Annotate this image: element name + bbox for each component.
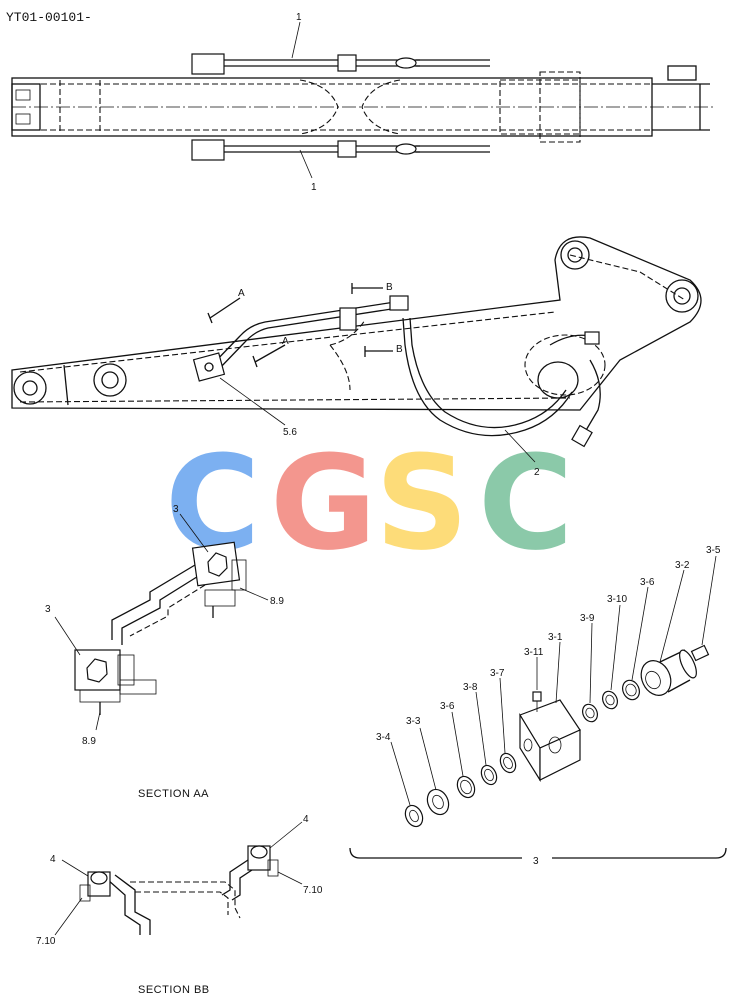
aa-clamp-upper: 3	[173, 504, 179, 515]
aa-clamp-lower: 3	[45, 604, 51, 615]
section-bb-drawing	[54, 821, 303, 936]
section-bb-title: SECTION BB	[138, 984, 210, 996]
bb-bolt-left: 7.10	[36, 936, 56, 947]
part-3-4: 3-4	[376, 732, 391, 743]
part-3-5: 3-5	[706, 545, 721, 556]
callout-fitting: 5.6	[283, 427, 297, 438]
arrow-a-lower: A	[282, 336, 289, 347]
watermark-letter-2: G	[270, 427, 377, 579]
aa-bolt-lower: 8.9	[82, 736, 96, 747]
bb-clamp-left: 4	[50, 854, 56, 865]
side-view-arm	[11, 236, 702, 463]
arrow-b-upper: B	[386, 282, 393, 293]
bb-bolt-right: 7.10	[303, 885, 323, 896]
part-3-9: 3-9	[580, 613, 595, 624]
part-3-11: 3-11	[524, 647, 544, 658]
section-aa-drawing	[54, 513, 269, 731]
part-3-2: 3-2	[675, 560, 690, 571]
part-3-7: 3-7	[490, 668, 505, 679]
watermark-letter-4: C	[478, 427, 573, 579]
bb-clamp-right: 4	[303, 814, 309, 825]
exploded-view-drawing	[349, 555, 727, 859]
part-3-6-lower: 3-6	[440, 701, 455, 712]
part-3-10: 3-10	[607, 594, 627, 605]
top-view-arm	[11, 21, 715, 179]
document-id: YT01-00101-	[6, 10, 92, 25]
assembly-3-label: 3	[533, 856, 539, 867]
callout-hose: 2	[534, 467, 540, 478]
section-aa-title: SECTION AA	[138, 788, 209, 800]
part-3-8: 3-8	[463, 682, 478, 693]
callout-top-tube: 1	[296, 12, 302, 23]
aa-bolt-upper: 8.9	[270, 596, 284, 607]
callout-bottom-tube: 1	[311, 182, 317, 193]
part-3-3: 3-3	[406, 716, 421, 727]
part-3-1: 3-1	[548, 632, 563, 643]
watermark: C G S C	[165, 427, 573, 579]
arrow-b-lower: B	[396, 344, 403, 355]
part-3-6-upper: 3-6	[640, 577, 655, 588]
watermark-letter-3: S	[375, 427, 469, 579]
arrow-a-upper: A	[238, 288, 245, 299]
